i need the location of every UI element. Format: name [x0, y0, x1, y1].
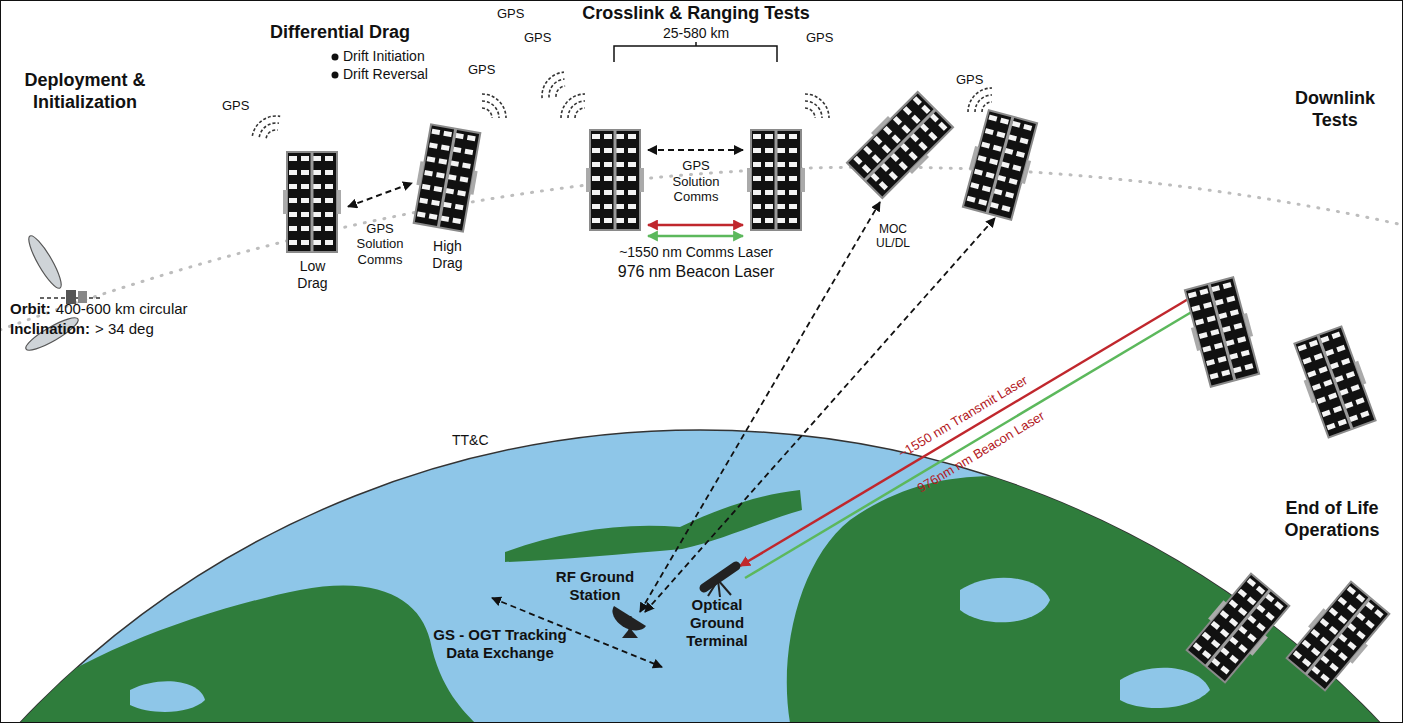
- gps-label: GPS: [497, 6, 524, 22]
- dimension-label: 25-580 km: [663, 25, 729, 42]
- orbit-value: > 34 deg: [95, 320, 154, 338]
- laser-label: ~1550 nm Comms Laser: [619, 244, 773, 261]
- gps-label: GPS: [468, 62, 495, 78]
- phase-heading: Deployment & Initialization: [0, 70, 170, 113]
- gps-label: GPS: [222, 98, 249, 114]
- telescope: [704, 566, 736, 597]
- satellite-node: High Drag: [415, 124, 480, 272]
- phase-heading: Crosslink & Ranging Tests: [582, 3, 810, 25]
- bullet-item: Drift Initiation: [343, 48, 425, 65]
- node-label: Optical Ground Terminal: [672, 596, 762, 650]
- link-arrow: [348, 183, 412, 207]
- gps-label: GPS: [956, 72, 983, 88]
- link-label: GS - OGT Tracking Data Exchange: [420, 626, 580, 662]
- laser-label: 976 nm Beacon Laser: [618, 262, 775, 281]
- node-label: High Drag: [423, 238, 473, 272]
- node-label: Low Drag: [288, 258, 338, 292]
- phase-heading: Downlink Tests: [1280, 88, 1390, 131]
- rf-dish: [612, 606, 646, 638]
- orbit-label: Orbit:: [10, 300, 51, 318]
- phase-heading: Differential Drag: [270, 22, 410, 44]
- link-label: GPS Solution Comms: [661, 158, 731, 205]
- satellite-node: Low Drag: [280, 150, 345, 292]
- link-label: GPS Solution Comms: [350, 221, 410, 268]
- link-label: TT&C: [452, 432, 489, 449]
- bullet-item: Drift Reversal: [343, 66, 428, 83]
- orbit-value: 400-600 km circular: [56, 300, 188, 318]
- gps-label: GPS: [524, 30, 551, 46]
- link-label: MOC UL/DL: [869, 222, 917, 251]
- orbit-label: Inclination:: [10, 320, 90, 338]
- node-label: RF Ground Station: [545, 568, 645, 604]
- ground-terminal-node: Optical Ground Terminal: [668, 552, 766, 650]
- phase-heading: End of Life Operations: [1270, 498, 1395, 541]
- gps-label: GPS: [806, 30, 833, 46]
